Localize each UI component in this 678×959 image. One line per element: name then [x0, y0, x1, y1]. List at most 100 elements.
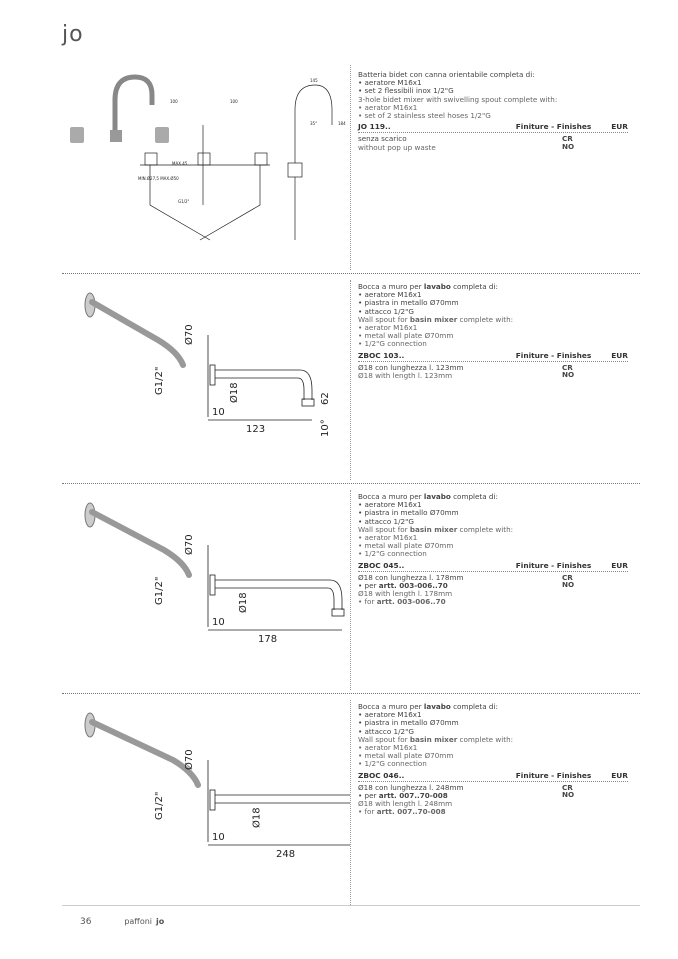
divider — [350, 65, 351, 270]
text: lavabo — [423, 702, 451, 711]
it-title: Batteria bidet con canna orientabile com… — [358, 70, 535, 79]
product-description: Bocca a muro per lavabo completa di: aer… — [358, 492, 628, 607]
it-desc: Ø18 con lunghezza l. 123mm — [358, 362, 464, 372]
en-title: Wall spout for basin mixer complete with… — [358, 734, 628, 744]
feature-item: attacco 1/2"G — [358, 307, 628, 316]
text: artt. 003-006..70 — [376, 597, 446, 607]
text: complete with: — [457, 734, 514, 744]
dim-diameter: Ø18 — [237, 592, 249, 613]
text: lavabo — [423, 282, 451, 291]
finishes-header: Finiture - Finishes — [515, 560, 592, 570]
finish-code: CR — [562, 134, 573, 144]
finish-code: CR — [562, 572, 573, 582]
feature-item: 1/2"G connection — [358, 340, 628, 348]
text: basin mixer — [409, 734, 458, 744]
feature-item: piastra in metallo Ø70mm — [358, 509, 628, 517]
en-desc: Ø18 with length l. 178mm — [358, 589, 453, 599]
dim-plate: Ø70 — [183, 534, 195, 555]
it-title: Bocca a muro per lavabo completa di: — [358, 282, 628, 291]
text: artt. 007..70-008 — [378, 791, 448, 801]
footer-brand: paffoni — [124, 917, 153, 926]
text: for — [364, 597, 377, 607]
dim-length: 123 — [246, 424, 265, 435]
text: for — [364, 807, 377, 817]
dim-depth: 10 — [212, 617, 225, 628]
text: Wall spout for — [358, 734, 410, 744]
feature-item: metal wall plate Ø70mm — [358, 332, 628, 340]
spout-photo — [84, 502, 192, 578]
section-divider — [62, 483, 640, 484]
dim-label: 100 — [230, 99, 238, 104]
dim-length: 178 — [258, 634, 277, 645]
section-divider — [62, 693, 640, 694]
dim-label: 145 — [310, 78, 318, 83]
text: completa di: — [450, 492, 498, 501]
wall-spout-drawing: Ø70 G1/2" Ø18 10 248 62 10° — [84, 712, 350, 860]
text: lavabo — [423, 492, 451, 501]
feature-item: piastra in metallo Ø70mm — [358, 719, 628, 727]
product-code: ZBOC 103.. — [358, 350, 405, 360]
currency-header: EUR — [611, 770, 628, 780]
feature-item: aerator M16x1 — [358, 103, 628, 112]
en-desc: Ø18 with length l. 123mm — [358, 371, 453, 381]
text: basin mixer — [409, 314, 458, 324]
text: Bocca a muro per — [358, 702, 424, 711]
feature-item: aerator M16x1 — [358, 323, 628, 332]
finishes-header: Finiture - Finishes — [515, 350, 592, 360]
currency-header: EUR — [611, 560, 628, 570]
en-title: Wall spout for basin mixer complete with… — [358, 524, 628, 534]
dim-angle: 10° — [320, 419, 331, 437]
feature-item: aeratore M16x1 — [358, 290, 628, 299]
text: Bocca a muro per — [358, 492, 424, 501]
dim-drop: 62 — [320, 392, 331, 405]
spout-photo — [84, 712, 201, 788]
dim-depth: 10 — [212, 407, 225, 418]
feature-item: 1/2"G connection — [358, 760, 628, 768]
collection-title: jo — [62, 22, 84, 47]
it-desc: Ø18 con lunghezza l. 178mm — [358, 572, 464, 582]
feature-item: attacco 1/2"G — [358, 727, 628, 736]
it-title: Bocca a muro per lavabo completa di: — [358, 702, 628, 711]
dim-label: 35° — [310, 121, 317, 126]
finish-code: NO — [562, 790, 575, 800]
en-title: Wall spout for basin mixer complete with… — [358, 314, 628, 324]
en-desc: Ø18 with length l. 248mm — [358, 799, 453, 809]
text: Wall spout for — [358, 524, 410, 534]
feature-item: aerator M16x1 — [358, 533, 628, 542]
dim-label: MAX.45 — [172, 161, 188, 166]
wall-spout-drawing: Ø70 G1/2" Ø18 10 123 62 10° — [84, 292, 331, 437]
section-divider — [62, 273, 640, 274]
feature-item: piastra in metallo Ø70mm — [358, 299, 628, 307]
dim-label: G1/2" — [178, 199, 190, 204]
feature-item: set of 2 stainless steel hoses 1/2"G — [358, 111, 628, 120]
text: completa di: — [450, 702, 498, 711]
compat-item: for artt. 007..70-008 — [358, 808, 628, 816]
text: completa di: — [450, 282, 498, 291]
product-description: Bocca a muro per lavabo completa di: aer… — [358, 282, 628, 381]
dim-plate: Ø70 — [183, 749, 195, 770]
dim-label: 100 — [170, 99, 178, 104]
feature-item: 1/2"G connection — [358, 550, 628, 558]
feature-item: aerator M16x1 — [358, 743, 628, 752]
feature-item: attacco 1/2"G — [358, 517, 628, 526]
divider — [350, 280, 351, 480]
product-code: ZBOC 046.. — [358, 770, 405, 780]
dim-thread: G1/2" — [154, 367, 165, 395]
dim-diameter: Ø18 — [251, 807, 263, 828]
dim-thread: G1/2" — [154, 792, 165, 820]
text: complete with: — [457, 314, 514, 324]
text: Wall spout for — [358, 314, 410, 324]
text: per — [364, 581, 379, 591]
finishes-header: Finiture - Finishes — [515, 122, 592, 132]
feature-item: metal wall plate Ø70mm — [358, 542, 628, 550]
bidet-mixer-drawing: 100 100 145 184 35° G1/2" MAX.45 MIN.Ø27… — [70, 74, 346, 241]
feature-item: set 2 flessibili inox 1/2"G — [358, 87, 628, 95]
dim-plate: Ø70 — [183, 324, 195, 345]
text: Bocca a muro per — [358, 282, 424, 291]
feature-item: aeratore M16x1 — [358, 78, 628, 87]
footer-collection: jo — [156, 917, 165, 926]
dim-thread: G1/2" — [154, 577, 165, 605]
en-title: 3-hole bidet mixer with swivelling spout… — [358, 94, 558, 104]
text: artt. 007..70-008 — [376, 807, 446, 817]
